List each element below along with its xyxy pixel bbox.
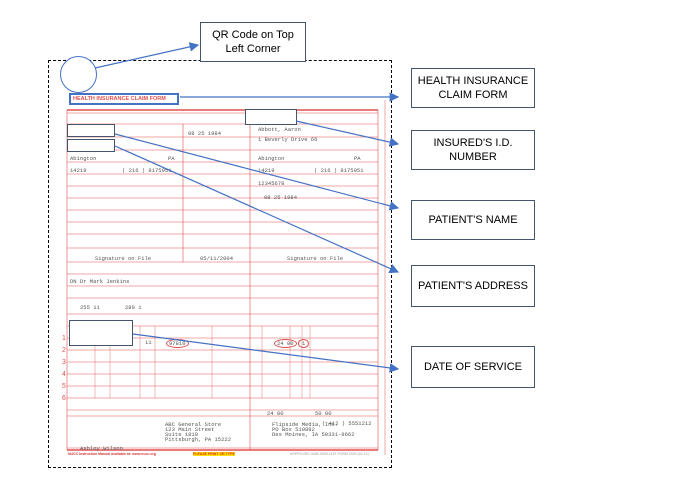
insured-address: 1 Beverly Drive 66 [258,136,318,143]
patient-zip: 14219 [70,167,87,174]
billing-provider: Flipside Media, Inc. PO Box 510882 Des M… [272,421,355,438]
insured-zip: 14219 [258,167,275,174]
billing-phone: ( 412 ) 5551212 [322,420,372,427]
signature-date: 05/11/2004 [200,255,234,262]
service-line-number: 6 [62,395,66,402]
total-charge: 24 00 [267,410,284,417]
service-line-number: 1 [62,335,66,342]
procedure-code: 97810 [166,339,189,348]
amount-paid: 50 00 [315,410,332,417]
place-of-service: 11 [145,339,152,346]
insured-signature: Signature on File [287,255,344,262]
callout-patient-address: PATIENT'S ADDRESS [411,265,535,307]
callout-insured-id: INSURED'S I.D. NUMBER [411,130,535,170]
insured-state: PA [354,155,361,162]
callout-qr-code: QR Code on Top Left Corner [200,22,306,62]
charges: 24 00 [274,339,297,348]
referring-provider: DN Dr Mark Jenkins [70,278,130,285]
patient-state: PA [168,155,175,162]
footer-right: APPROVED OMB-0938-1197 FORM 1500 (02-12) [290,452,369,456]
service-facility: ABC General Store 123 Main Street Suite … [165,421,232,443]
diagnosis-b: 280 1 [125,304,142,311]
footer-center: PLEASE PRINT OR TYPE [193,452,235,456]
service-line-number: 2 [62,347,66,354]
patient-signature: Signature on File [95,255,152,262]
footer-left: NUCC Instruction Manual available at: ww… [68,452,156,456]
patient-phone: ( 216 ) 8175051 [122,167,172,174]
patient-name-mask [67,124,115,137]
patient-dob: 08 25 1984 [188,130,222,137]
service-line-number: 4 [62,371,66,378]
form-title: HEALTH INSURANCE CLAIM FORM [69,93,179,105]
group-number: 12345678 [258,180,285,187]
insured-id-mask [245,109,297,125]
callout-patient-name: PATIENT'S NAME [411,200,535,240]
callout-date-of-service: DATE OF SERVICE [411,346,535,388]
service-line-number: 5 [62,383,66,390]
patient-city: Abington [70,155,97,162]
qr-code-circle [60,56,97,93]
insured-city: Abington [258,155,285,162]
callout-title: HEALTH INSURANCE CLAIM FORM [411,68,535,108]
diagnosis-a: 255 11 [80,304,100,311]
insured-name: Abbott, Aaron [258,126,301,133]
service-line-number: 3 [62,359,66,366]
date-of-service-mask [69,320,133,346]
insured-dob: 08 25 1984 [264,194,298,201]
patient-address-mask [67,139,115,152]
physician-signature: Ashley Wilson [80,445,123,452]
insured-phone: ( 216 ) 8175051 [314,167,364,174]
